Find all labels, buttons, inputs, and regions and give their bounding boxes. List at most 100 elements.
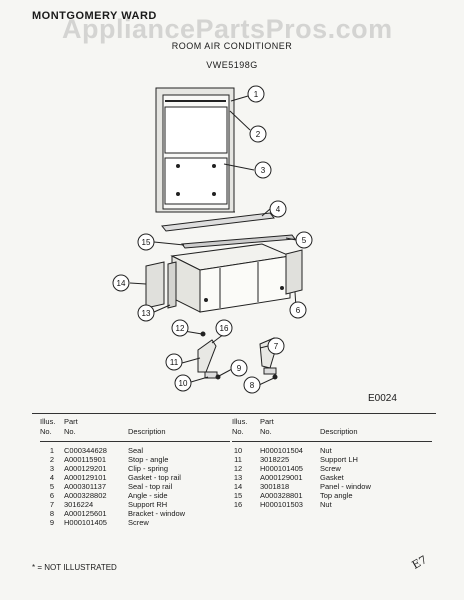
svg-text:5: 5 xyxy=(302,236,307,245)
svg-text:4: 4 xyxy=(276,205,281,214)
header-description: Description xyxy=(128,427,166,436)
illus-number: 16 xyxy=(233,500,243,509)
table-row: 7 3016224 Support RH xyxy=(40,500,230,509)
window-frame-drawing xyxy=(155,87,235,213)
table-row: 10 H000101504 Nut xyxy=(232,446,432,455)
seal-drawing xyxy=(181,234,296,249)
callout-13: 13 xyxy=(137,304,155,322)
part-description: Gasket xyxy=(320,473,344,482)
callout-4: 4 xyxy=(269,200,287,218)
callout-15: 15 xyxy=(137,233,155,251)
svg-text:15: 15 xyxy=(142,238,151,247)
part-number: 3018225 xyxy=(260,455,290,464)
svg-text:6: 6 xyxy=(296,306,301,315)
illus-number: 2 xyxy=(49,455,55,464)
svg-text:9: 9 xyxy=(237,364,242,373)
illus-number: 10 xyxy=(233,446,243,455)
svg-text:1: 1 xyxy=(254,90,259,99)
top-rail-drawing xyxy=(161,212,275,232)
side-panel-left-drawing xyxy=(145,261,165,309)
side-panel-right-drawing xyxy=(285,249,303,295)
header-illus: Illus. xyxy=(40,417,56,426)
table-row: 8 A000125601 Bracket - window xyxy=(40,509,230,518)
header-part: Part xyxy=(260,417,274,426)
callout-11: 11 xyxy=(165,353,183,371)
svg-text:8: 8 xyxy=(250,381,255,390)
header-description: Description xyxy=(320,427,358,436)
illus-number: 14 xyxy=(233,482,243,491)
callout-14: 14 xyxy=(112,274,130,292)
table-header: Illus. No. Part No. Description xyxy=(232,415,432,442)
illus-number: 8 xyxy=(49,509,55,518)
part-description: Nut xyxy=(320,446,332,455)
part-description: Seal xyxy=(128,446,144,455)
svg-text:10: 10 xyxy=(179,379,188,388)
part-description: Panel - window xyxy=(320,482,371,491)
part-description: Gasket - top rail xyxy=(128,473,181,482)
exploded-parts-diagram: 1 2 3 4 5 6 7 8 9 10 11 12 13 14 15 16 xyxy=(112,85,313,394)
part-number: A000129001 xyxy=(260,473,303,482)
part-number: 3016224 xyxy=(64,500,94,509)
part-number: A000125601 xyxy=(64,509,107,518)
support-left-drawing xyxy=(197,339,218,379)
callout-12: 12 xyxy=(171,319,189,337)
illus-number: 11 xyxy=(234,455,242,464)
illus-number: 3 xyxy=(49,464,55,473)
part-number: H000101504 xyxy=(260,446,303,455)
part-description: Seal - top rail xyxy=(128,482,173,491)
part-description: Top angle xyxy=(320,491,353,500)
brand-name: MONTGOMERY WARD xyxy=(32,10,157,22)
header-part: Part xyxy=(64,417,78,426)
part-number: A000328801 xyxy=(260,491,303,500)
callout-7: 7 xyxy=(267,337,285,355)
svg-text:11: 11 xyxy=(170,358,179,367)
part-description: Clip - spring xyxy=(128,464,169,473)
part-description: Angle - side xyxy=(128,491,168,500)
svg-text:14: 14 xyxy=(117,279,126,288)
part-description: Nut xyxy=(320,500,332,509)
part-number: A000301137 xyxy=(64,482,106,491)
watermark: AppliancePartsPros.com xyxy=(62,14,393,44)
illus-number: 9 xyxy=(49,518,55,527)
part-number: H000101405 xyxy=(64,518,107,527)
table-header: Illus. No. Part No. Description xyxy=(40,415,230,442)
callout-8: 8 xyxy=(243,376,261,394)
table-row: 13 A000129001 Gasket xyxy=(232,473,432,482)
part-description: Screw xyxy=(320,464,341,473)
part-number: A000115901 xyxy=(64,455,106,464)
part-description: Support RH xyxy=(128,500,168,509)
header-no: No. xyxy=(232,427,244,436)
part-description: Stop - angle xyxy=(128,455,169,464)
svg-text:2: 2 xyxy=(256,130,261,139)
svg-text:3: 3 xyxy=(261,166,266,175)
callout-10: 10 xyxy=(174,374,192,392)
svg-text:13: 13 xyxy=(142,309,151,318)
header-part-no: No. xyxy=(64,427,76,436)
gasket-drawing xyxy=(167,261,177,309)
illus-number: 13 xyxy=(233,473,243,482)
table-row: 2 A000115901 Stop - angle xyxy=(40,455,230,464)
callout-2: 2 xyxy=(249,125,267,143)
callout-6: 6 xyxy=(289,301,307,319)
part-description: Bracket - window xyxy=(128,509,186,518)
header-illus: Illus. xyxy=(232,417,248,426)
part-number: H000101405 xyxy=(260,464,303,473)
illus-number: 7 xyxy=(49,500,55,509)
part-number: C000344628 xyxy=(64,446,107,455)
handwritten-mark: E7 xyxy=(409,553,430,572)
illus-number: 5 xyxy=(49,482,55,491)
callout-1: 1 xyxy=(247,85,265,103)
callout-3: 3 xyxy=(254,161,272,179)
svg-text:7: 7 xyxy=(274,342,279,351)
illus-number: 15 xyxy=(233,491,243,500)
svg-text:12: 12 xyxy=(176,324,185,333)
header-part-no: No. xyxy=(260,427,272,436)
